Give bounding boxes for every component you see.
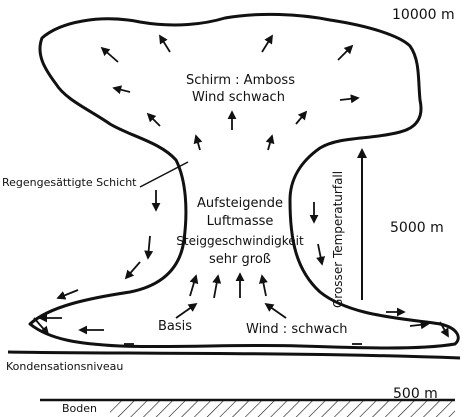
anvil-arrow	[268, 136, 272, 150]
anvil-wind-label: Wind schwach	[192, 90, 285, 105]
altitude-label-top: 10000 m	[392, 7, 455, 23]
anvil-arrow	[114, 88, 130, 92]
updraft-arrow	[126, 262, 140, 278]
ground-hatch	[110, 400, 455, 417]
rain-layer-label: Regengesättigte Schicht	[2, 176, 137, 189]
anvil-arrow	[148, 114, 160, 126]
anvil-arrow	[196, 136, 200, 150]
anvil-arrow	[262, 36, 272, 52]
updraft-arrow	[262, 276, 266, 296]
base-wind-label: Wind : schwach	[246, 322, 347, 337]
temperature-gradient-label: Grosser Temperaturfall	[331, 171, 345, 308]
updraft-arrow	[190, 276, 196, 296]
downdraft-arrow	[318, 244, 322, 264]
anvil-arrow	[340, 98, 358, 100]
updraft-arrow	[214, 276, 218, 298]
condensation-line	[8, 352, 460, 358]
anvil-arrow	[102, 48, 118, 62]
altitude-label-low: 500 m	[393, 386, 438, 402]
anvil-label: Schirm : Amboss	[186, 73, 295, 88]
altitude-label-mid: 5000 m	[390, 220, 444, 236]
base-label: Basis	[158, 319, 192, 334]
anvil-arrow	[296, 112, 306, 124]
anvil-arrow	[338, 46, 352, 60]
updraft-arrow	[176, 304, 196, 318]
outflow-arrow	[410, 324, 428, 326]
downdraft-arrow	[148, 236, 150, 258]
rising-air-label-1: Aufsteigende	[197, 196, 283, 211]
ground-label: Boden	[62, 402, 97, 415]
rising-air-label-4: sehr groß	[209, 252, 271, 267]
condensation-level-label: Kondensationsniveau	[6, 360, 123, 373]
anvil-arrow	[160, 36, 170, 52]
outflow-arrow	[58, 290, 78, 298]
updraft-arrow	[266, 304, 286, 318]
rising-air-label-3: Steiggeschwindigkeit	[176, 234, 304, 248]
rising-air-label-2: Luftmasse	[207, 214, 274, 229]
